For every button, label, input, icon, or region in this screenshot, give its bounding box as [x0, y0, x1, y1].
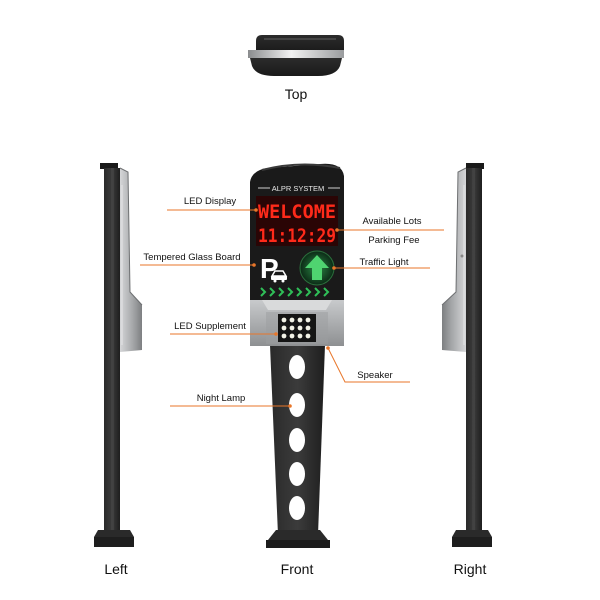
chevron-row [260, 287, 330, 297]
device-header-label: ALPR SYSTEM [272, 184, 325, 193]
top-view [248, 35, 344, 76]
car-icon [270, 270, 288, 283]
callout-led-supplement: LED Supplement [174, 321, 246, 332]
view-label-top: Top [285, 86, 308, 102]
view-label-right: Right [454, 561, 487, 577]
callout-night-lamp: Night Lamp [197, 393, 246, 404]
callout-tempered-glass-board: Tempered Glass Board [143, 252, 240, 263]
callout-led-display: LED Display [184, 196, 237, 207]
view-label-front: Front [281, 561, 314, 577]
night-lamp-3 [289, 428, 305, 452]
view-label-left: Left [104, 561, 127, 577]
up-arrow-icon [305, 255, 329, 280]
led-display-panel [256, 196, 338, 246]
led-supplement-dots [281, 317, 311, 339]
callout-traffic-light: Traffic Light [359, 257, 408, 268]
leader-lines [140, 209, 444, 407]
front-view: ALPR SYSTEM WELCOME 11:12:29 P [250, 163, 344, 548]
callout-speaker: Speaker [357, 370, 392, 381]
leader-dots [252, 208, 339, 408]
callout-available-lots: Available Lots [363, 216, 422, 227]
night-lamp-2 [289, 393, 305, 417]
night-lamp-1 [289, 355, 305, 379]
callout-parking-fee: Parking Fee [368, 235, 419, 246]
night-lamp-5 [289, 496, 305, 520]
left-view [94, 163, 143, 547]
led-line-welcome: WELCOME [258, 201, 336, 223]
right-view [441, 163, 492, 547]
led-line-time: 11:12:29 [258, 225, 336, 247]
night-lamp-4 [289, 462, 305, 486]
